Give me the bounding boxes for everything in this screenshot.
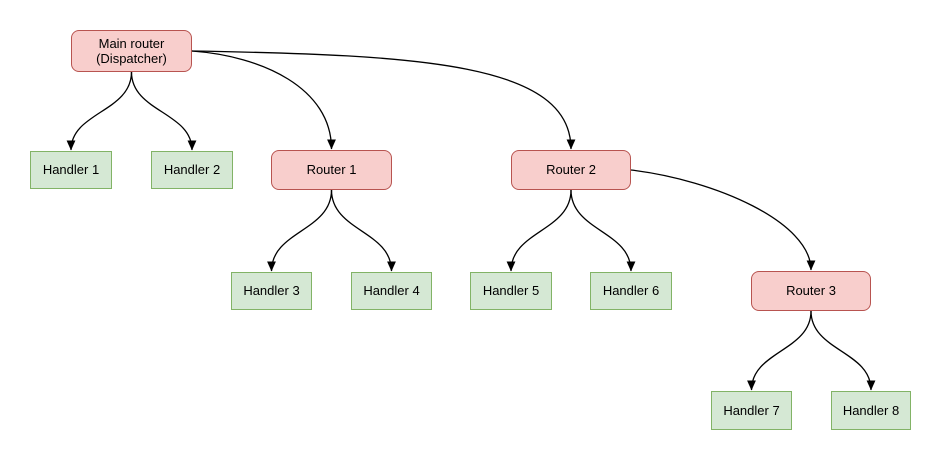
edge-router-3-to-handler-8: [810, 310, 876, 391]
edge-router-2-to-handler-5: [506, 189, 572, 272]
edge-main-to-handler-1: [66, 71, 133, 151]
node-handler-8: Handler 8: [831, 391, 911, 430]
node-handler-5: Handler 5: [470, 272, 552, 310]
node-router-3: Router 3: [751, 271, 871, 311]
edge-router-1-to-handler-4: [330, 189, 396, 272]
edge-router-1-to-handler-3: [267, 189, 333, 272]
edge-main-to-router-2: [191, 50, 576, 150]
node-handler-7: Handler 7: [711, 391, 792, 430]
node-handler-6: Handler 6: [590, 272, 672, 310]
node-router-2: Router 2: [511, 150, 631, 190]
node-handler-1: Handler 1: [30, 151, 112, 189]
node-handler-4: Handler 4: [351, 272, 432, 310]
edge-router-2-to-router-3: [630, 169, 816, 271]
edge-router-2-to-handler-6: [570, 189, 636, 272]
edge-main-to-router-1: [191, 50, 336, 150]
node-handler-2: Handler 2: [151, 151, 233, 189]
node-main-router: Main router (Dispatcher): [71, 30, 192, 72]
edge-router-3-to-handler-7: [747, 310, 812, 391]
edge-main-to-handler-2: [130, 71, 197, 151]
node-handler-3: Handler 3: [231, 272, 312, 310]
node-router-1: Router 1: [271, 150, 392, 190]
